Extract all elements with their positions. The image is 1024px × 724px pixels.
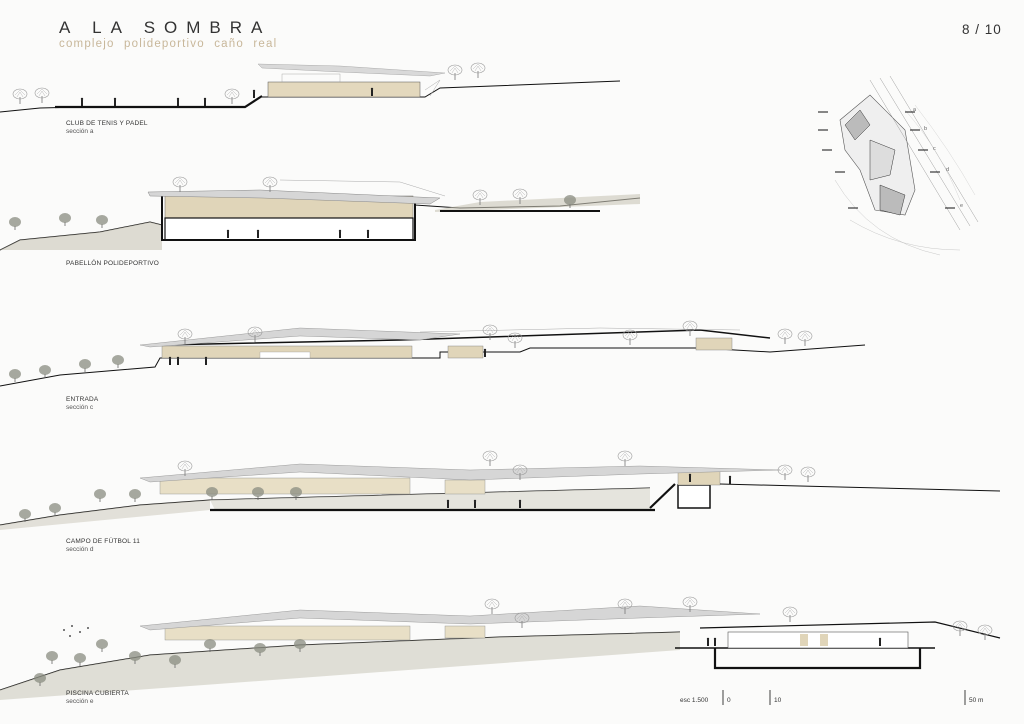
section-label-a: CLUB DE TENIS Y PADEL sección a [66, 120, 148, 136]
section-sub: sección a [66, 128, 94, 135]
key-letter-e: e [960, 203, 964, 209]
section-b-drawing [0, 176, 641, 251]
section-name: PISCINA CUBIERTA [66, 690, 129, 697]
section-sub: sección c [66, 404, 94, 411]
section-name: CAMPO DE FÚTBOL 11 [66, 538, 141, 545]
section-label-c: ENTRADA sección c [66, 396, 98, 412]
sheet-title: A LA SOMBRA [59, 18, 272, 37]
scale-label: esc 1.500 [680, 697, 709, 704]
key-letter-d: d [946, 167, 950, 173]
scale-bar [722, 690, 966, 705]
scale-tick-0: 0 [727, 697, 731, 704]
section-name: PABELLÓN POLIDEPORTIVO [66, 260, 160, 267]
key-letter-a: a [913, 107, 917, 113]
section-sub: sección d [66, 546, 94, 553]
sheet-subtitle: complejo polideportivo caño real [59, 38, 278, 50]
section-label-d: CAMPO DE FÚTBOL 11 sección d [66, 538, 140, 554]
section-label-e: PISCINA CUBIERTA sección e [66, 690, 129, 706]
section-label-b: PABELLÓN POLIDEPORTIVO [66, 260, 159, 268]
page-number: 8 / 10 [962, 22, 1002, 37]
scale-tick-10: 10 [774, 697, 782, 704]
section-d-drawing [0, 450, 1001, 530]
section-e-drawing [0, 596, 1001, 700]
scale-tick-50: 50 m [969, 697, 984, 704]
section-name: CLUB DE TENIS Y PADEL [66, 120, 148, 127]
section-c-drawing [0, 320, 866, 387]
section-name: ENTRADA [66, 396, 99, 403]
section-sub: sección e [66, 698, 94, 705]
key-plan [818, 75, 979, 256]
key-letter-b: b [924, 126, 928, 132]
key-letter-c: c [933, 146, 936, 152]
section-a-drawing [0, 62, 621, 113]
